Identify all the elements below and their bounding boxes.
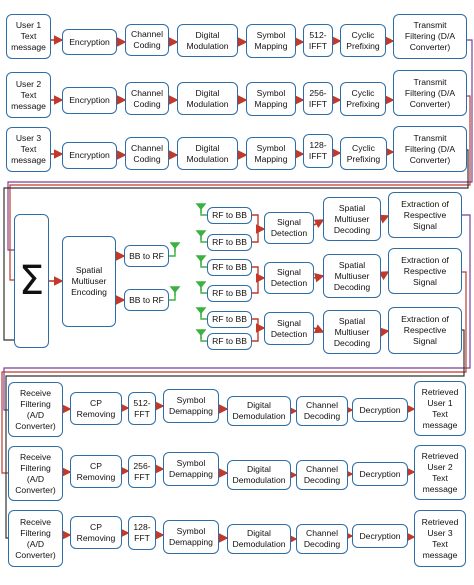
rfbb-to-detection-1 [252,214,259,229]
user3-text-message-block: User 3 Text message [6,127,51,172]
rx3-symbol-demapping-block: Symbol Demapping [163,520,219,554]
rx3-channel-decoding-block: Channel Decoding [296,524,348,554]
rx1-decryption-block: Decryption [352,398,408,422]
rx3-cp-removing-block: CP Removing [70,516,122,549]
arrow-detection-to-decoding-2 [313,273,325,283]
rx1-receive-filtering-block: Receive Filtering (A/D Converter) [8,382,63,437]
extraction-respective-signal-block-1: Extraction of Respective Signal [388,192,462,238]
rfbb-to-detection-2 [252,229,259,243]
user1-digital-modulation-block: Digital Modulation [177,24,238,57]
rfbb-to-detection-6 [252,328,259,342]
user3-encryption-block: Encryption [62,142,117,169]
rf-to-bb-block-3: RF to BB [207,259,252,276]
rx2-retrieved-user2-message-block: Retrieved User 2 Text message [414,445,466,500]
rfbb-to-detection-3 [252,266,259,278]
summation-block: Σ [14,214,49,348]
user2-cyclic-prefixing-block: Cyclic Prefixing [340,82,386,116]
rx-antenna-1-icon [195,203,207,213]
route-ext3-to-rx3 [5,329,465,539]
spatial-multiuser-decoding-block-1: Spatial Multiuser Decoding [323,197,381,241]
rx3-digital-demodulation-block: Digital Demodulation [227,524,291,554]
user2-digital-modulation-block: Digital Modulation [177,82,238,115]
route-ext1-to-rx1 [3,214,471,411]
rx2-decryption-block: Decryption [352,462,408,486]
user1-text-message-block: User 1 Text message [6,14,51,59]
rx2-symbol-demapping-block: Symbol Demapping [163,452,219,486]
tx-antenna-1-icon [169,242,181,252]
user2-transmit-filtering-block: Transmit Filtering (D/A Converter) [393,70,467,116]
user3-cyclic-prefixing-block: Cyclic Prefixing [340,137,387,170]
rx1-channel-decoding-block: Channel Decoding [296,396,348,426]
spatial-multiuser-encoding-block: Spatial Multiuser Encoding [62,236,116,327]
user2-256-ifft-block: 256- IFFT [303,82,333,115]
signal-detection-block-2: Signal Detection [264,262,314,294]
arrow-decoding-to-extraction-1 [378,214,390,224]
rf-to-bb-block-4: RF to BB [207,285,252,302]
rfbb-to-detection-4 [252,278,259,294]
user2-symbol-mapping-block: Symbol Mapping [246,82,296,116]
bb-to-rf-block-1: BB to RF [124,245,169,267]
rx3-receive-filtering-block: Receive Filtering (A/D Converter) [8,510,63,567]
extraction-respective-signal-block-3: Extraction of Respective Signal [388,307,462,354]
bb-to-rf-block-2: BB to RF [124,289,169,311]
arrow-decoding-to-extraction-3 [379,327,390,337]
user1-transmit-filtering-block: Transmit Filtering (D/A Converter) [393,14,467,59]
user3-transmit-filtering-block: Transmit Filtering (D/A Converter) [393,126,467,172]
rx2-cp-removing-block: CP Removing [70,455,122,488]
user1-channel-coding-block: Channel Coding [125,24,169,56]
rx-antenna-2-icon [195,230,207,240]
tx-antenna-2-icon [169,286,181,296]
route-user1-to-sum [7,39,473,251]
rx3-128-fft-block: 128- FFT [128,516,156,550]
rx-antenna-5-icon [195,307,207,317]
spatial-multiuser-decoding-block-3: Spatial Multiuser Decoding [323,310,381,354]
rx2-receive-filtering-block: Receive Filtering (A/D Converter) [8,446,63,501]
rx-antenna-6-icon [195,329,207,339]
arrow-detection-to-decoding-1 [313,219,325,229]
rx3-decryption-block: Decryption [352,524,408,548]
user2-channel-coding-block: Channel Coding [125,82,169,115]
tx-antenna-feed-2 [169,292,176,301]
user1-cyclic-prefixing-block: Cyclic Prefixing [340,24,386,57]
rx1-512-fft-block: 512- FFT [128,392,156,425]
route-ext2-to-rx2 [1,271,467,474]
user1-encryption-block: Encryption [62,29,117,55]
rx2-256-fft-block: 256- FFT [128,455,156,488]
user2-text-message-block: User 2 Text message [6,72,51,118]
rf-to-bb-block-2: RF to BB [207,234,252,251]
rf-to-bb-block-6: RF to BB [207,333,252,350]
rf-to-bb-block-5: RF to BB [207,311,252,328]
route-user3-to-sum [3,149,469,341]
signal-detection-block-1: Signal Detection [264,212,314,244]
user3-digital-modulation-block: Digital Modulation [177,137,238,170]
user3-symbol-mapping-block: Symbol Mapping [246,137,296,170]
user3-channel-coding-block: Channel Coding [125,137,169,170]
rx-antenna-3-icon [195,255,207,265]
route-user2-to-sum [9,95,471,281]
rx3-retrieved-user3-message-block: Retrieved User 3 Text message [414,510,466,567]
rfbb-to-detection-5 [252,318,259,328]
rf-to-bb-block-1: RF to BB [207,207,252,224]
user2-encryption-block: Encryption [62,87,117,114]
spatial-multiuser-decoding-block-2: Spatial Multiuser Decoding [323,254,381,298]
rx1-symbol-demapping-block: Symbol Demapping [163,389,219,423]
tx-antenna-feed-1 [169,248,176,257]
user1-symbol-mapping-block: Symbol Mapping [246,24,296,58]
extraction-respective-signal-block-2: Extraction of Respective Signal [388,248,462,294]
user1-512-ifft-block: 512- IFFT [303,24,333,57]
rx1-cp-removing-block: CP Removing [70,392,122,425]
rx1-digital-demodulation-block: Digital Demodulation [227,396,291,426]
rx2-channel-decoding-block: Channel Decoding [296,460,348,490]
user3-128-ifft-block: 128- IFFT [303,134,333,168]
arrow-decoding-to-extraction-2 [378,271,390,281]
arrow-detection-to-decoding-3 [313,324,325,334]
rx1-retrieved-user1-message-block: Retrieved User 1 Text message [414,381,466,436]
rx-antenna-4-icon [195,281,207,291]
rx2-digital-demodulation-block: Digital Demodulation [227,460,291,490]
signal-detection-block-3: Signal Detection [264,312,314,345]
